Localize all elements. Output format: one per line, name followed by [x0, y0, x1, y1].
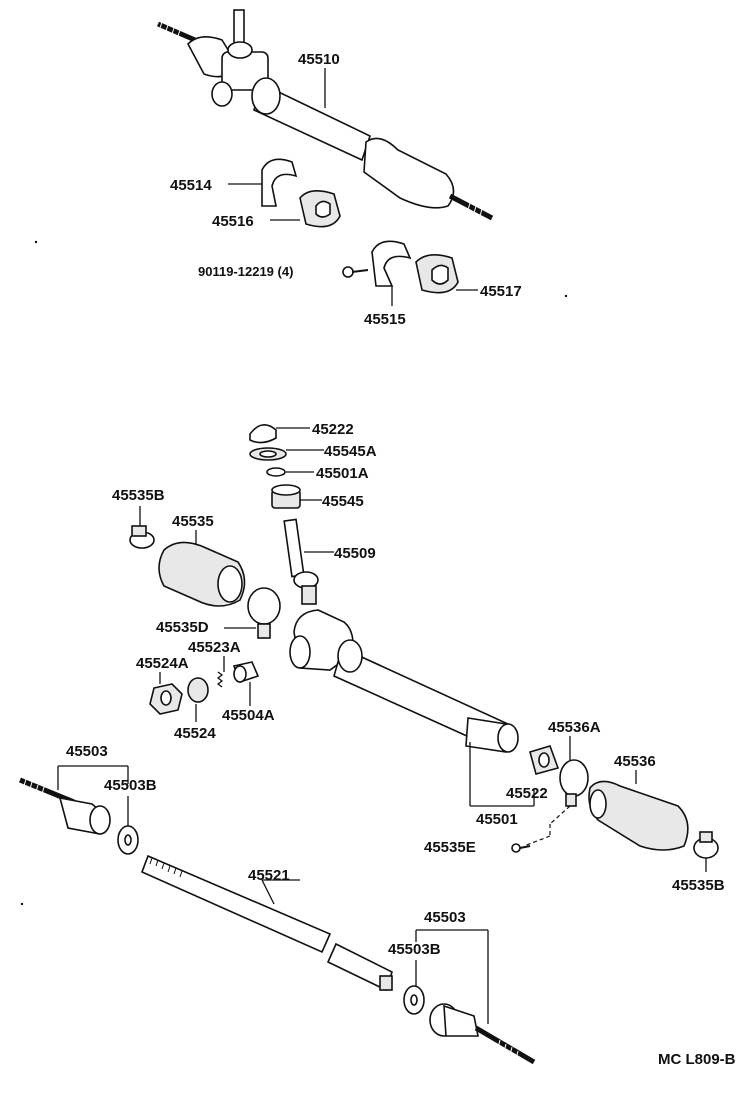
rack-bar: 45521 — [140, 854, 393, 992]
pinion-parts: 45222 45545A 45501A 45545 45509 — [249, 421, 377, 605]
label-45523A: 45523A — [188, 639, 241, 656]
label-45524: 45524 — [174, 725, 216, 742]
label-45509: 45509 — [334, 545, 376, 562]
label-45514: 45514 — [170, 177, 212, 194]
label-45535B-right: 45535B — [672, 877, 725, 894]
left-boot-parts: 45535B 45535 45535D 45523A 45524A 45524 — [112, 487, 281, 742]
label-45503-left: 45503 — [66, 743, 108, 760]
label-45517: 45517 — [480, 283, 522, 300]
diagram-code: MC L809-B — [658, 1051, 736, 1068]
gear-housing: 45501 — [289, 609, 535, 828]
right-tie-rod: 45503 45503B — [388, 909, 536, 1065]
label-45535B-top: 45535B — [112, 487, 165, 504]
label-45535: 45535 — [172, 513, 214, 530]
label-45524A: 45524A — [136, 655, 189, 672]
label-45545A: 45545A — [324, 443, 377, 460]
label-45503B-right: 45503B — [388, 941, 441, 958]
bracket-group: 45514 45516 45515 90119-12219 (4) 45517 — [170, 158, 522, 328]
steering-gear-assembly: 45510 — [157, 9, 494, 221]
label-45522: 45522 — [506, 785, 548, 802]
label-45503-right: 45503 — [424, 909, 466, 926]
label-45536A: 45536A — [548, 719, 601, 736]
label-45503B-left: 45503B — [104, 777, 157, 794]
label-45516: 45516 — [212, 213, 254, 230]
label-45535E: 45535E — [424, 839, 476, 856]
label-45515: 45515 — [364, 311, 406, 328]
label-45501A: 45501A — [316, 465, 369, 482]
label-90119-12219: 90119-12219 (4) — [198, 264, 293, 279]
label-45545: 45545 — [322, 493, 364, 510]
right-boot-parts: 45522 45536A 45536 45535E 45535B — [424, 719, 725, 894]
label-45501: 45501 — [476, 811, 518, 828]
label-45222: 45222 — [312, 421, 354, 438]
label-45521: 45521 — [248, 867, 290, 884]
label-45535D: 45535D — [156, 619, 209, 636]
label-45536: 45536 — [614, 753, 656, 770]
label-45510: 45510 — [298, 51, 340, 68]
left-tie-rod: 45503 45503B — [19, 743, 157, 855]
label-45504A: 45504A — [222, 707, 275, 724]
